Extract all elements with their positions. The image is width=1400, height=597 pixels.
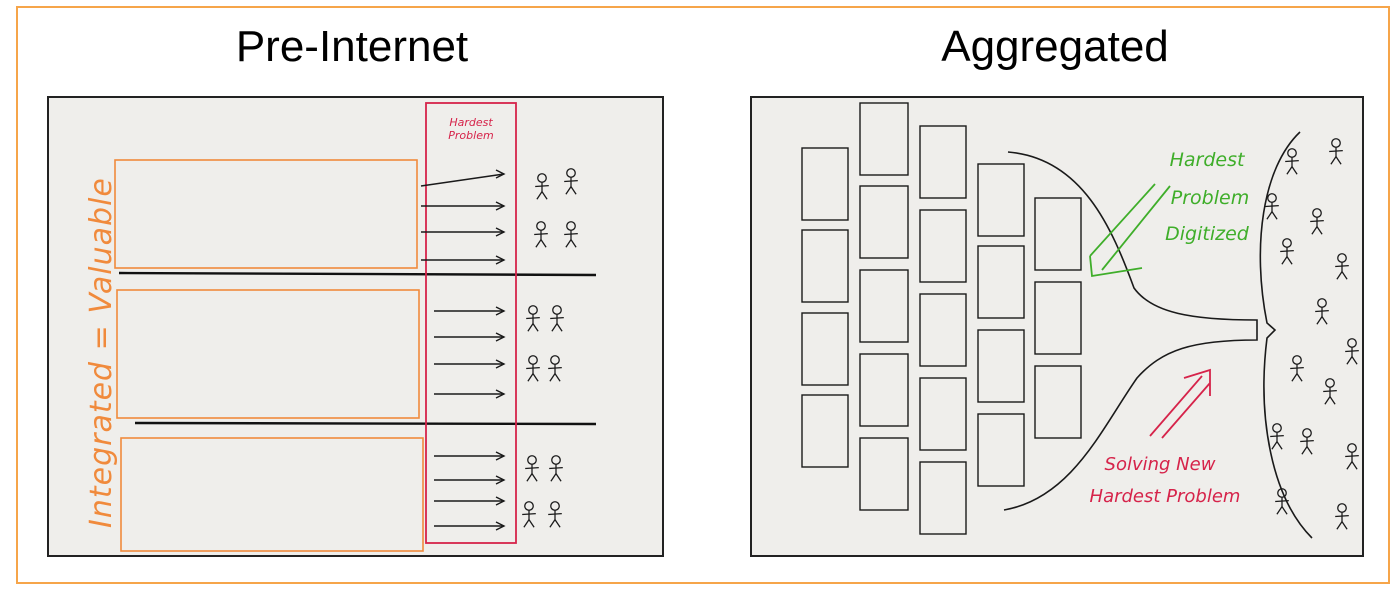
supplier-box [977, 245, 1025, 319]
supplier-boxes [801, 102, 1082, 535]
stick-figure [1290, 355, 1304, 382]
stick-figure [1265, 193, 1279, 220]
integrated-valuable-label: Integrated = Valuable [84, 177, 119, 528]
hardest-problem-column [425, 102, 517, 544]
stick-figure [1270, 423, 1284, 450]
stick-figure [1323, 378, 1337, 405]
supplier-box [801, 147, 849, 221]
stick-figure [1329, 138, 1343, 165]
stick-figure [1275, 488, 1289, 515]
stick-figure [550, 305, 564, 332]
arrow-head [495, 227, 506, 237]
integrated-box-2 [116, 289, 420, 419]
aggregated-panel: Hardest Problem Digitized Solving New Ha… [750, 96, 1364, 557]
pre-internet-panel: Hardest Problem Integrated = Valuable [47, 96, 664, 557]
stick-figure [1335, 253, 1349, 280]
supplier-box [977, 413, 1025, 487]
stick-figure [1300, 428, 1314, 455]
green-label-problem: Problem [1171, 187, 1249, 209]
pre-internet-drawing: Hardest Problem Integrated = Valuable [84, 102, 597, 552]
stick-figure [1285, 148, 1299, 175]
stick-figure [564, 221, 578, 248]
stick-figure [1345, 338, 1359, 365]
supplier-box [919, 209, 967, 283]
supplier-box [919, 461, 967, 535]
integrated-box-3 [120, 437, 424, 552]
arrow-head [495, 359, 506, 369]
stick-figure [535, 173, 549, 200]
green-arrow-shaft [1101, 185, 1171, 271]
arrow-head [495, 389, 506, 399]
supplier-box [919, 125, 967, 199]
supplier-box [859, 353, 909, 427]
arrow-head [495, 521, 506, 531]
separator-line-2 [134, 421, 597, 426]
supplier-box [1034, 281, 1082, 355]
stick-figure [549, 455, 563, 482]
stick-figure [1335, 503, 1349, 530]
arrow-head [495, 332, 506, 342]
users-group [1265, 138, 1359, 530]
supplier-box [977, 163, 1025, 237]
supplier-box [859, 437, 909, 511]
aggregated-title: Aggregated [941, 22, 1169, 71]
stick-figure [1280, 238, 1294, 265]
green-label-digitized: Digitized [1165, 223, 1250, 245]
supplier-box [919, 293, 967, 367]
green-arrow-head [1089, 183, 1156, 278]
arrow-head [495, 475, 506, 485]
supplier-box [1034, 365, 1082, 439]
stick-figure [1315, 298, 1329, 325]
supplier-box [977, 329, 1025, 403]
integrated-box-1 [114, 159, 418, 269]
slide-frame [16, 6, 1390, 584]
supplier-box [1034, 197, 1082, 271]
stick-figure [522, 501, 536, 528]
funnel-curve [1003, 151, 1258, 511]
arrow-head [495, 496, 506, 506]
stick-figure [526, 355, 540, 382]
arrow [420, 173, 505, 187]
stick-figure [548, 501, 562, 528]
red-arrow-shaft [1149, 375, 1203, 437]
supplier-box [801, 394, 849, 468]
stick-figure [1310, 208, 1324, 235]
supplier-box [919, 377, 967, 451]
hardest-label: Hardest [449, 116, 493, 129]
arrow-head [495, 169, 506, 179]
stick-figure [534, 221, 548, 248]
arrow-group [420, 169, 506, 531]
supplier-box [859, 185, 909, 259]
stick-figure [564, 168, 578, 195]
stick-figure [525, 455, 539, 482]
green-label-hardest: Hardest [1170, 149, 1246, 171]
supplier-box [859, 269, 909, 343]
stick-figure [1345, 443, 1359, 470]
arrow-head [495, 255, 506, 265]
stick-figure [548, 355, 562, 382]
stick-figure [526, 305, 540, 332]
red-label-hardest-problem: Hardest Problem [1090, 486, 1241, 507]
red-arrow-head [1161, 368, 1211, 439]
arrow-head [495, 451, 506, 461]
supplier-box [801, 229, 849, 303]
red-label-solving: Solving New [1105, 454, 1216, 475]
separator-line-1 [118, 271, 597, 277]
arrow-head [495, 306, 506, 316]
arrow-head [495, 201, 506, 211]
people-group [522, 168, 578, 528]
problem-label: Problem [448, 129, 493, 142]
users-boundary [1259, 131, 1313, 539]
pre-internet-title: Pre-Internet [235, 22, 469, 71]
supplier-box [801, 312, 849, 386]
supplier-box [859, 102, 909, 176]
aggregated-drawing: Hardest Problem Digitized Solving New Ha… [801, 102, 1359, 539]
